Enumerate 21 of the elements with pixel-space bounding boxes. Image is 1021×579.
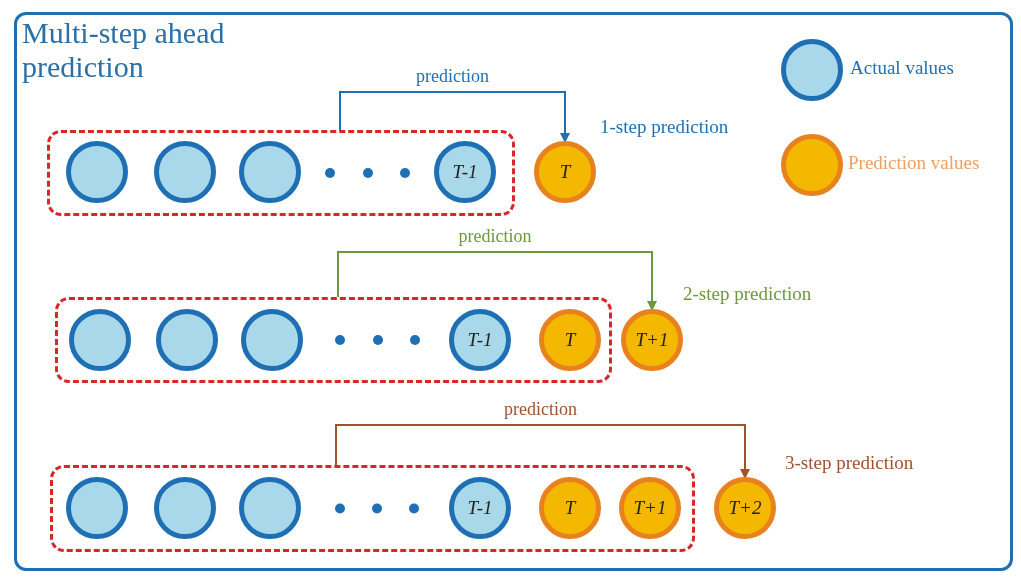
step-label: 2-step prediction bbox=[683, 283, 812, 305]
actual-value-circle: T-1 bbox=[449, 309, 511, 371]
actual-value-circle: T-1 bbox=[449, 477, 511, 539]
step-label: 3-step prediction bbox=[785, 452, 914, 474]
prediction-value-circle: T bbox=[539, 309, 601, 371]
legend-label: Prediction values bbox=[848, 152, 980, 174]
arrow bbox=[335, 424, 750, 479]
arrow bbox=[337, 251, 657, 311]
prediction-value-circle: T bbox=[539, 477, 601, 539]
diagram-title: Multi-step ahead prediction bbox=[22, 16, 226, 84]
legend-label: Actual values bbox=[850, 57, 954, 79]
prediction-value-circle: T+1 bbox=[619, 477, 681, 539]
actual-value-circle: T-1 bbox=[434, 141, 496, 203]
input-window-box bbox=[47, 130, 515, 216]
prediction-value-circle: T bbox=[534, 141, 596, 203]
arrow bbox=[339, 91, 570, 143]
prediction-value-circle: T+1 bbox=[621, 309, 683, 371]
step-label: 1-step prediction bbox=[600, 116, 729, 138]
input-window-box bbox=[50, 465, 695, 552]
prediction-value-circle: T+2 bbox=[714, 477, 776, 539]
input-window-box bbox=[55, 297, 612, 383]
